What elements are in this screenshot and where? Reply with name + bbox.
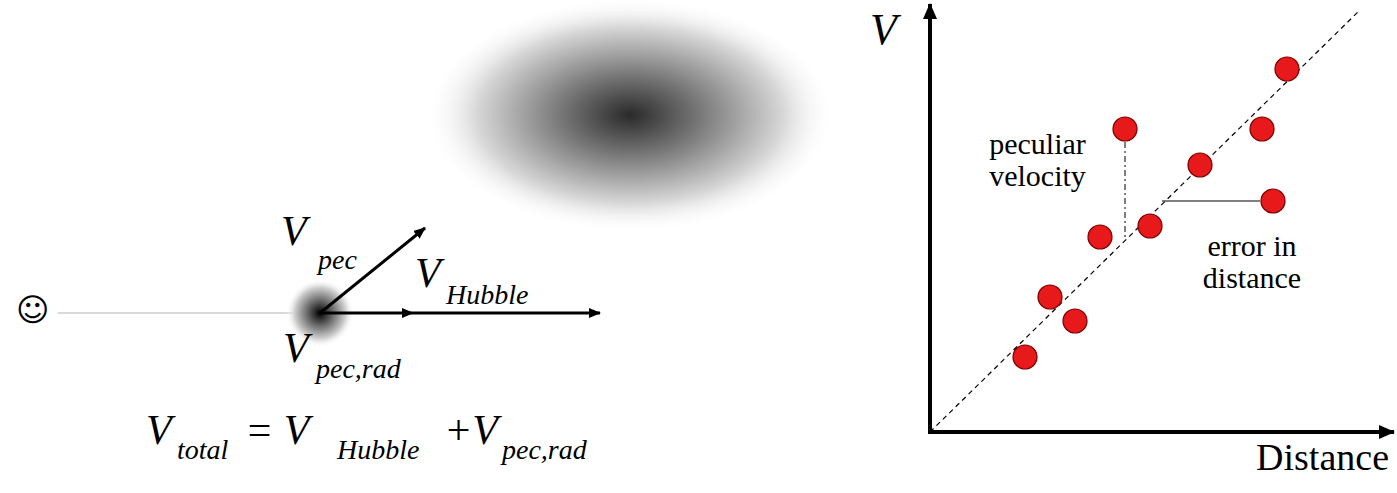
- subscript: Hubble: [446, 281, 528, 309]
- data-point: [1275, 57, 1299, 81]
- hubble-line: [930, 10, 1360, 432]
- data-points: [1013, 57, 1299, 369]
- axis-label: V: [870, 8, 897, 52]
- subscript: total: [177, 436, 228, 464]
- annotation: peculiar velocity: [955, 128, 1120, 193]
- subscript: Hubble: [337, 436, 419, 464]
- velocity-arrow: [413, 312, 600, 315]
- sight-line: [58, 312, 300, 314]
- data-point: [1063, 309, 1087, 333]
- data-point: [1113, 117, 1137, 141]
- subscript: pec: [318, 246, 357, 274]
- symbol: V: [283, 327, 309, 369]
- data-point: [1261, 189, 1285, 213]
- data-point: [1138, 214, 1162, 238]
- symbol: V: [281, 210, 307, 252]
- observer-symbol: ☺: [16, 294, 49, 326]
- annotation: error in distance: [1172, 230, 1332, 295]
- data-point: [1013, 345, 1037, 369]
- leader-line: [1162, 201, 1260, 202]
- subscript: pec,rad: [316, 355, 401, 383]
- data-point: [1038, 285, 1062, 309]
- symbol: V: [415, 252, 441, 294]
- velocity-arrow: [320, 312, 413, 315]
- axis: [928, 430, 1394, 434]
- axis-label: Distance: [1256, 438, 1389, 476]
- subscript: pec,rad: [502, 436, 587, 464]
- equation-symbol: +V: [444, 409, 498, 451]
- leader-line: [1125, 142, 1126, 238]
- data-point: [1088, 225, 1112, 249]
- equation-symbol: = V: [245, 409, 310, 451]
- data-point: [1188, 153, 1212, 177]
- data-point: [1250, 117, 1274, 141]
- galaxy-cluster: [425, 0, 835, 233]
- equation-symbol: V: [146, 409, 172, 451]
- axis: [928, 4, 932, 434]
